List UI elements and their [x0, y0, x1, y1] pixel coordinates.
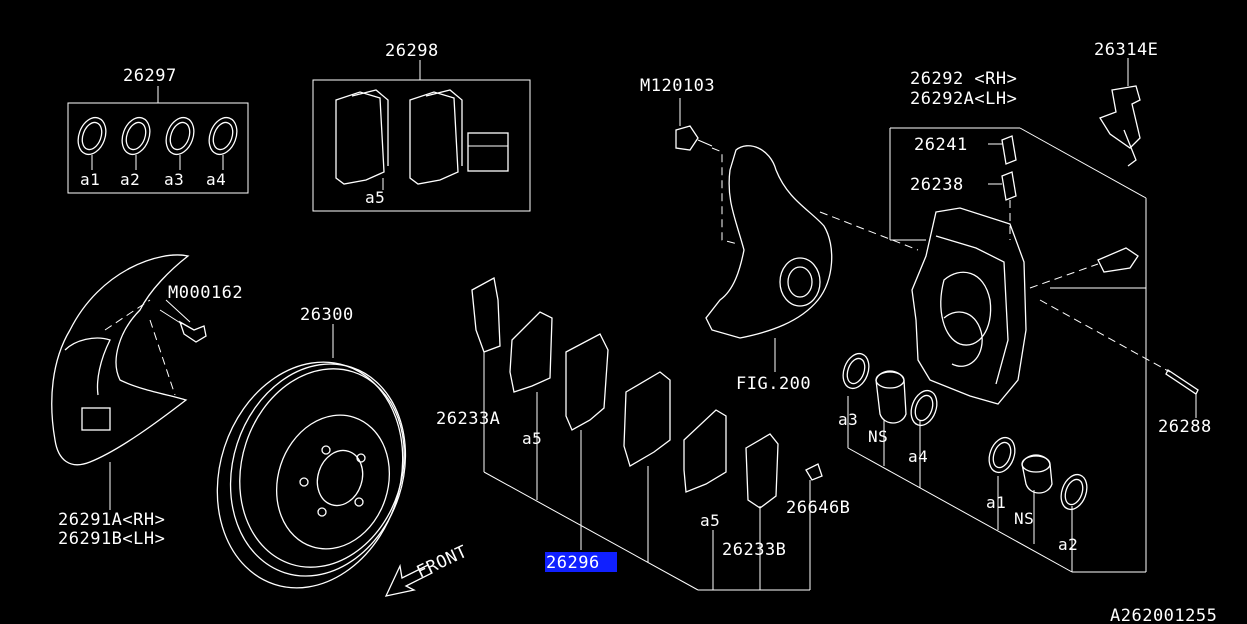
- selected-part-26296[interactable]: 26296: [545, 552, 617, 573]
- kit1-item-4: a4: [206, 170, 226, 189]
- label-a4: a4: [908, 447, 928, 466]
- kit1-item-2: a2: [120, 170, 140, 189]
- pad-kit-box[interactable]: [312, 60, 531, 212]
- label-ns-1: NS: [868, 427, 888, 446]
- label-26646b[interactable]: 26646B: [786, 498, 850, 518]
- label-26238[interactable]: 26238: [910, 175, 964, 195]
- label-26291b[interactable]: 26291B<LH>: [58, 529, 165, 549]
- label-26288[interactable]: 26288: [1158, 417, 1212, 437]
- diagram-id: A262001255: [1110, 606, 1217, 624]
- label-26300[interactable]: 26300: [300, 305, 354, 325]
- seal-kit-box[interactable]: [67, 86, 249, 194]
- kit1-item-1: a1: [80, 170, 100, 189]
- label-ns-2: NS: [1014, 509, 1034, 528]
- label-a1: a1: [986, 493, 1006, 512]
- label-26314e[interactable]: 26314E: [1094, 40, 1158, 60]
- piston-seal-set-right[interactable]: [985, 434, 1092, 513]
- label-26297[interactable]: 26297: [123, 66, 177, 86]
- kit1-item-3: a3: [164, 170, 184, 189]
- front-arrow-icon: [384, 563, 433, 597]
- caliper-group[interactable]: [847, 58, 1199, 573]
- brake-rotor[interactable]: [189, 324, 432, 612]
- label-26296[interactable]: 26296: [546, 553, 600, 573]
- kit2-item-a5: a5: [365, 188, 385, 207]
- label-a2: a2: [1058, 535, 1078, 554]
- bolt-m000162[interactable]: [159, 299, 207, 343]
- label-26291a[interactable]: 26291A<RH>: [58, 510, 165, 530]
- label-a5-right: a5: [700, 511, 720, 530]
- label-26298[interactable]: 26298: [385, 41, 439, 61]
- piston-seal-set-left[interactable]: [839, 350, 942, 429]
- label-26233a[interactable]: 26233A: [436, 409, 500, 429]
- label-26292a[interactable]: 26292A<LH>: [910, 89, 1017, 109]
- label-m000162[interactable]: M000162: [168, 283, 243, 303]
- brake-pad-group[interactable]: [471, 276, 823, 591]
- label-a3: a3: [838, 410, 858, 429]
- label-fig200[interactable]: FIG.200: [736, 374, 811, 394]
- label-a5-left: a5: [522, 429, 542, 448]
- label-26292[interactable]: 26292 <RH>: [910, 69, 1017, 89]
- label-front: FRONT: [414, 542, 471, 583]
- backing-plate[interactable]: [51, 254, 190, 510]
- label-26241[interactable]: 26241: [914, 135, 968, 155]
- label-m120103[interactable]: M120103: [640, 76, 715, 96]
- steering-knuckle[interactable]: [675, 98, 919, 372]
- label-26233b[interactable]: 26233B: [722, 540, 786, 560]
